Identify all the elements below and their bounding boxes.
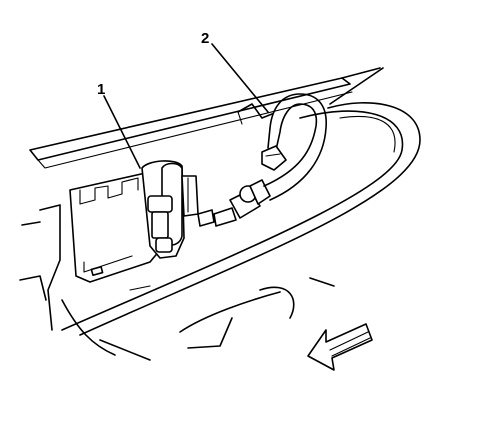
module-assembly [69, 160, 215, 283]
leader-lines [103, 43, 269, 169]
callout-1-label: 1 [97, 81, 105, 98]
callout-2-label: 2 [201, 30, 209, 47]
body-panel-outline [19, 67, 421, 361]
front-direction-arrow-icon [307, 323, 373, 371]
callout-1-leader [103, 95, 141, 169]
callout-2-leader [211, 43, 269, 113]
hose-assembly [213, 93, 327, 227]
